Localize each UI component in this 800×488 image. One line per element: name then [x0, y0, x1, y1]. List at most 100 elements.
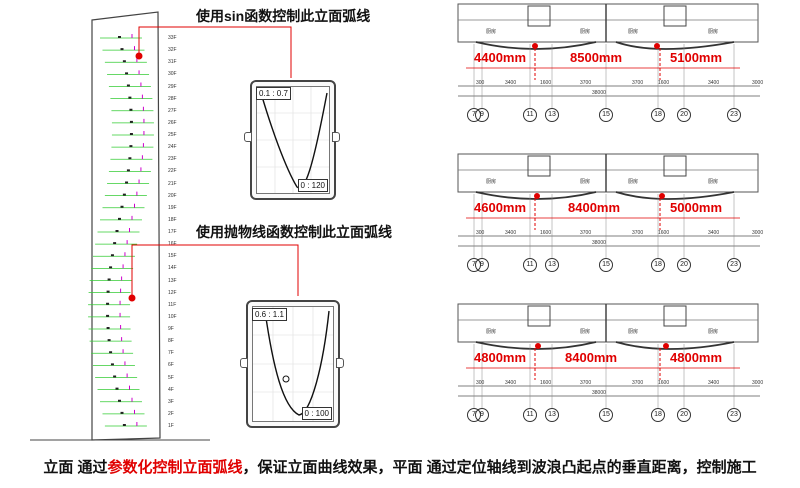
offset-dimension: 4800mm: [670, 350, 723, 365]
grid-axis-bubble: 20: [677, 258, 691, 272]
span-dimension: 300: [476, 380, 485, 386]
window-mark: [113, 375, 117, 378]
floor-label: 2F: [168, 410, 174, 417]
grid-axis-bubble: 13: [545, 258, 559, 272]
window-mark: [120, 411, 124, 414]
grid-axis-bubble: 9: [475, 108, 489, 122]
parabola-curve: [253, 307, 333, 421]
floor-label: 15F: [168, 253, 177, 260]
window-mark: [109, 266, 113, 269]
floor-label: 33F: [168, 35, 177, 41]
sin-input-grip[interactable]: [244, 132, 252, 142]
floor-label: 25F: [168, 132, 177, 138]
floor-label: 3F: [168, 398, 174, 405]
window-mark: [126, 169, 130, 172]
parabola-input-grip[interactable]: [240, 358, 248, 368]
room-label: 厨房: [628, 29, 639, 35]
room-label: 厨房: [486, 329, 497, 335]
sin-label-bottom: 0 : 120: [297, 179, 328, 192]
total-dimension: 38000: [592, 240, 606, 246]
graph-mapper-parabola[interactable]: 0.6 : 1.1 0 : 100: [246, 300, 340, 428]
floor-label: 8F: [168, 338, 174, 345]
floor-label: 7F: [168, 350, 174, 357]
window-mark: [125, 181, 129, 184]
grid-axis-bubble: 15: [599, 108, 613, 122]
floor-label: 22F: [168, 168, 177, 175]
floor-label: 24F: [168, 144, 177, 151]
floor-label: 18F: [168, 216, 177, 223]
window-mark: [129, 145, 133, 148]
floor-label: 19F: [168, 204, 177, 211]
window-mark: [122, 424, 126, 426]
floor-label: 27F: [168, 107, 177, 114]
parabola-label-bottom: 0 : 100: [301, 407, 332, 420]
window-mark: [107, 339, 111, 342]
grid-axis-bubble: 23: [727, 258, 741, 272]
offset-dimension: 5000mm: [670, 200, 723, 215]
span-dimension: 3400: [505, 380, 517, 386]
span-dimension: 1600: [658, 80, 670, 86]
window-mark: [129, 108, 133, 111]
floor-label: 5F: [168, 374, 174, 381]
grid-axis-bubble: 18: [651, 408, 665, 422]
sin-label-top: 0.1 : 0.7: [256, 87, 291, 100]
span-dimension: 1600: [658, 380, 670, 386]
grid-axis-bubble: 11: [523, 408, 537, 422]
grid-axis-bubble: 9: [475, 408, 489, 422]
window-mark: [128, 96, 132, 99]
floor-label: 28F: [168, 95, 177, 102]
floor-label: 9F: [168, 326, 174, 332]
room-label: 厨房: [708, 179, 719, 185]
floor-label: 10F: [168, 313, 177, 320]
grid-axis-bubble: 20: [677, 408, 691, 422]
window-mark: [120, 205, 124, 208]
offset-dimension: 4400mm: [474, 50, 527, 65]
floor-label: 1F: [168, 423, 174, 429]
grid-axis-bubble: 11: [523, 258, 537, 272]
floor-label: 26F: [168, 119, 177, 126]
span-dimension: 3400: [505, 80, 517, 86]
span-dimension: 3700: [632, 230, 644, 236]
total-dimension: 38000: [592, 390, 606, 396]
grid-axis-bubble: 23: [727, 108, 741, 122]
window-mark: [129, 120, 133, 123]
room-label: 厨房: [628, 329, 639, 335]
span-dimension: 3400: [708, 80, 720, 86]
floor-label: 14F: [168, 265, 177, 272]
offset-dimension: 8500mm: [570, 50, 623, 65]
floor-label: 6F: [168, 362, 174, 369]
room-label: 厨房: [580, 329, 591, 335]
grid-axis-bubble: 23: [727, 408, 741, 422]
offset-dimension: 4800mm: [474, 350, 527, 365]
parabola-output-grip[interactable]: [336, 358, 344, 368]
window-mark: [110, 363, 114, 366]
span-dimension: 1600: [658, 230, 670, 236]
sin-curve: [257, 87, 329, 193]
grid-axis-bubble: 20: [677, 108, 691, 122]
room-label: 厨房: [486, 179, 497, 185]
span-dimension: 1600: [540, 380, 552, 386]
offset-dimension: 8400mm: [568, 200, 621, 215]
sin-output-grip[interactable]: [332, 132, 340, 142]
span-dimension: 3700: [632, 80, 644, 86]
caption-highlight: 参数化控制立面弧线: [107, 459, 243, 476]
floor-label: 32F: [168, 47, 177, 54]
room-label: 厨房: [486, 29, 497, 35]
window-mark: [118, 399, 121, 402]
room-label: 厨房: [708, 29, 719, 35]
window-mark: [106, 302, 110, 305]
floor-label: 30F: [168, 71, 177, 78]
parabola-label-top: 0.6 : 1.1: [252, 308, 287, 321]
window-mark: [125, 72, 129, 75]
graph-mapper-sin[interactable]: 0.1 : 0.7 0 : 120: [250, 80, 336, 200]
window-mark: [107, 278, 111, 281]
window-mark: [109, 351, 113, 354]
room-label: 厨房: [580, 179, 591, 185]
floor-label: 12F: [168, 289, 177, 296]
grid-axis-bubble: 9: [475, 258, 489, 272]
room-label: 厨房: [628, 179, 639, 185]
span-dimension: 300: [476, 80, 485, 86]
